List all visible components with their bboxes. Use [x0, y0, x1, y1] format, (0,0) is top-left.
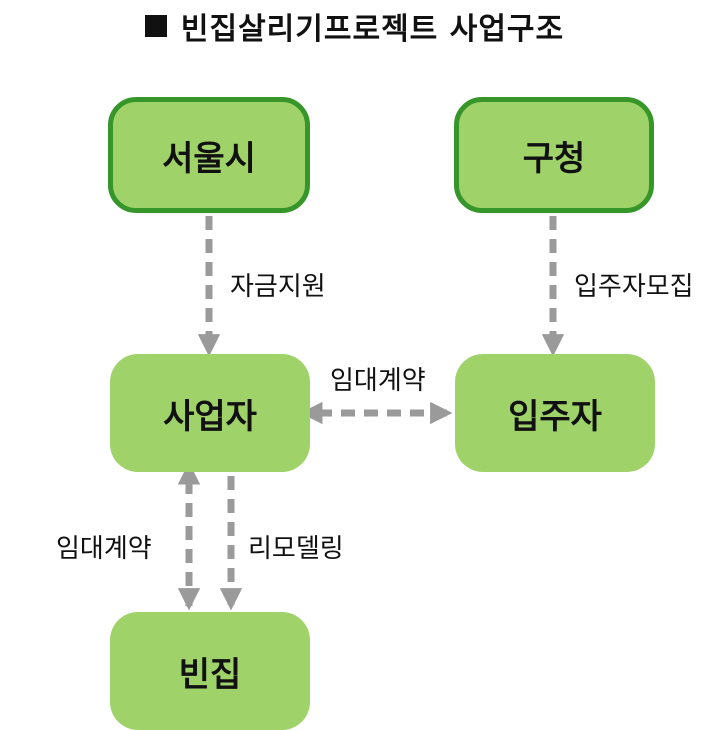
diagram-title: 빈집살리기프로젝트 사업구조 — [0, 4, 709, 48]
node-label: 입주자 — [508, 396, 602, 437]
node-label: 서울시 — [162, 138, 256, 179]
diagram-title-text: 빈집살리기프로젝트 사업구조 — [180, 12, 565, 47]
node-label: 빈집 — [178, 654, 242, 695]
edge-label-funding: 자금지원 — [230, 272, 326, 302]
edge-label-lease-top: 임대계약 — [330, 366, 426, 396]
edge-label-remodeling: 리모델링 — [248, 534, 344, 564]
node-vacant-house: 빈집 — [110, 612, 310, 730]
node-tenant: 입주자 — [455, 354, 655, 472]
edge-label-lease-bottom: 임대계약 — [56, 534, 152, 564]
node-operator: 사업자 — [110, 354, 310, 472]
edge-label-tenant-recruit: 입주자모집 — [574, 272, 694, 302]
node-seoul-city: 서울시 — [108, 97, 310, 213]
node-district-office: 구청 — [454, 97, 654, 213]
node-label: 사업자 — [163, 396, 257, 437]
square-bullet-icon — [144, 15, 167, 37]
node-label: 구청 — [522, 138, 586, 179]
